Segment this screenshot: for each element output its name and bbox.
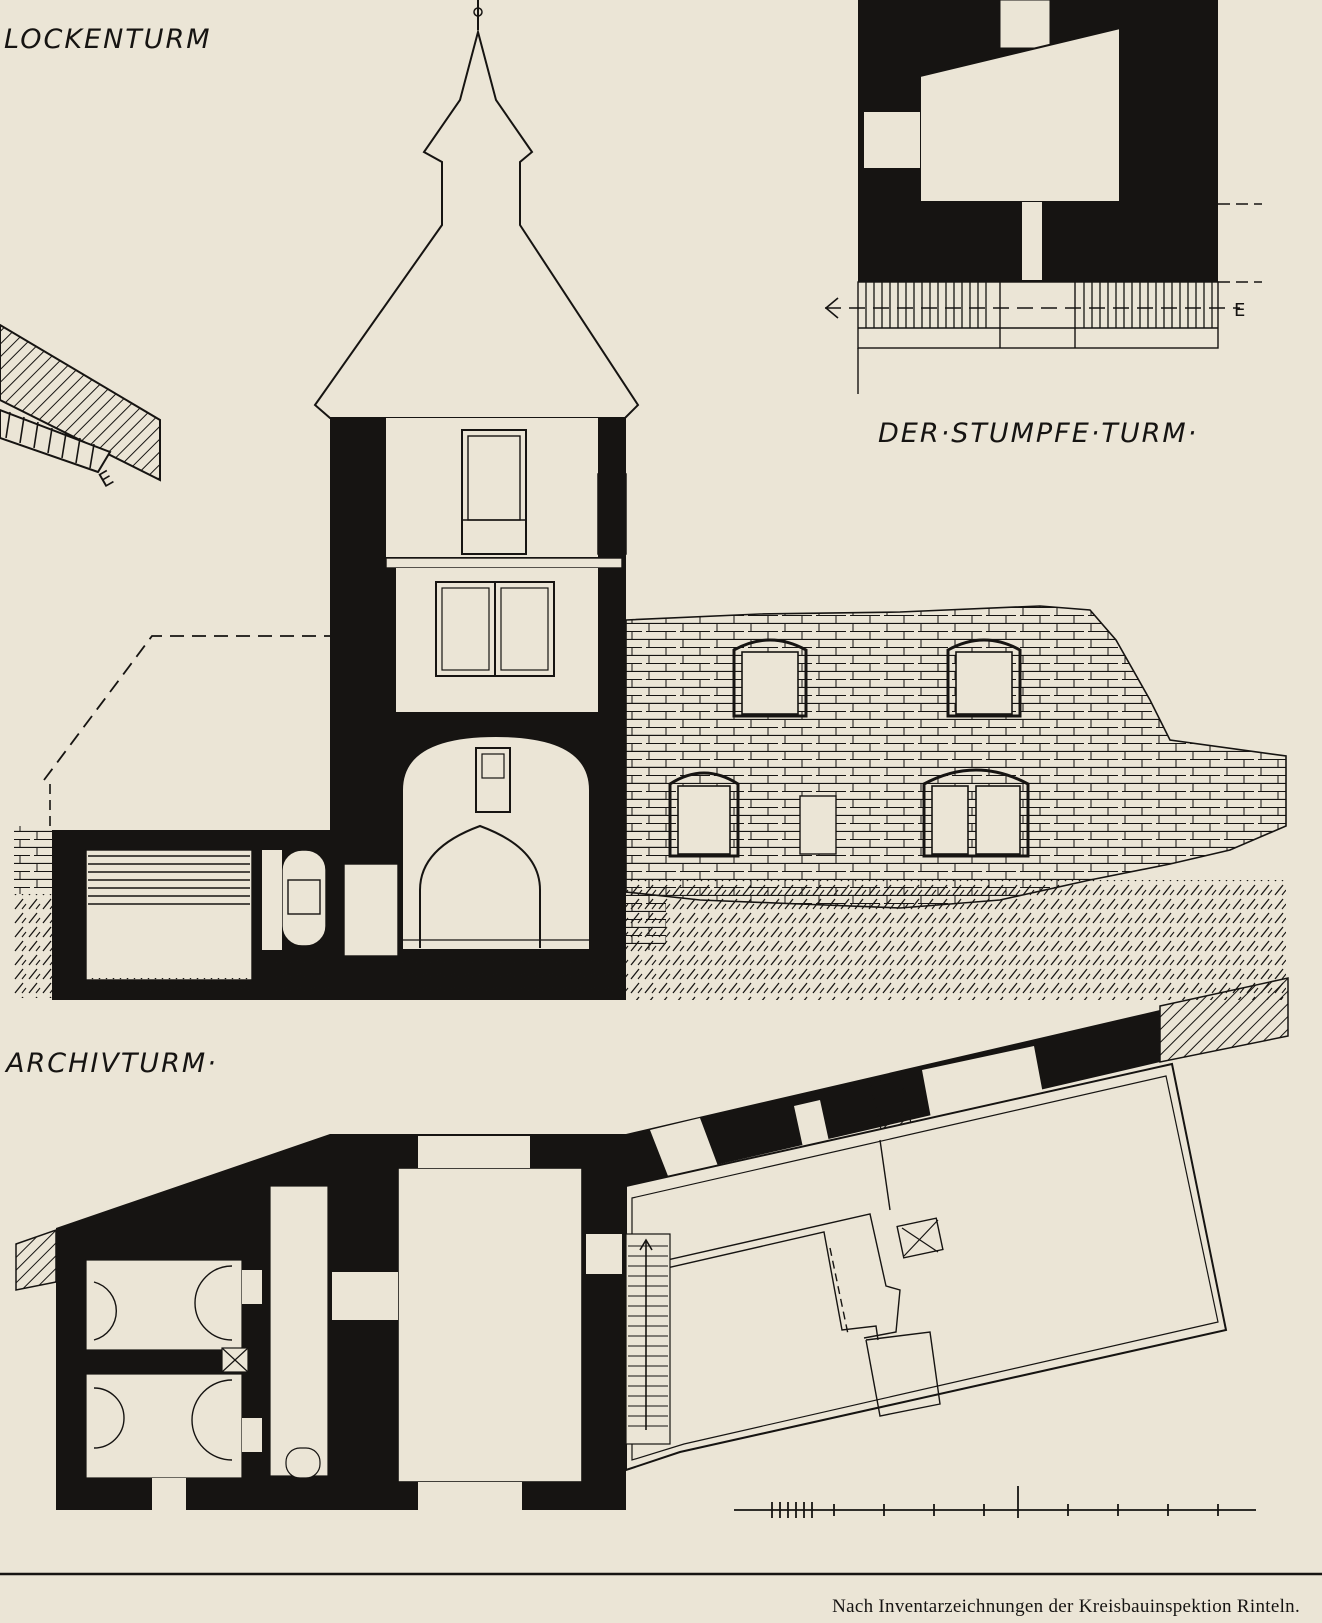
svg-text:E: E bbox=[1234, 300, 1245, 321]
stumpfe-turm-label: DER·STUMPFE·TURM· bbox=[878, 418, 1199, 449]
glockenturm-section bbox=[313, 0, 640, 1000]
roof-fragment-left: E bbox=[0, 323, 161, 492]
svg-text:E: E bbox=[95, 465, 118, 492]
archivturm-plan bbox=[15, 977, 1289, 1510]
stumpfe-turm-plan: E bbox=[824, 0, 1262, 394]
left-annexe-section bbox=[14, 635, 330, 1000]
source-caption: Nach Inventarzeichnungen der Kreisbauins… bbox=[832, 1596, 1300, 1617]
archivturm-label: ARCHIVTURM· bbox=[6, 1048, 218, 1079]
scale-bar bbox=[734, 1486, 1256, 1518]
glockenturm-label: LOCKENTURM bbox=[4, 24, 212, 55]
ruined-wall-elevation bbox=[625, 605, 1287, 1000]
